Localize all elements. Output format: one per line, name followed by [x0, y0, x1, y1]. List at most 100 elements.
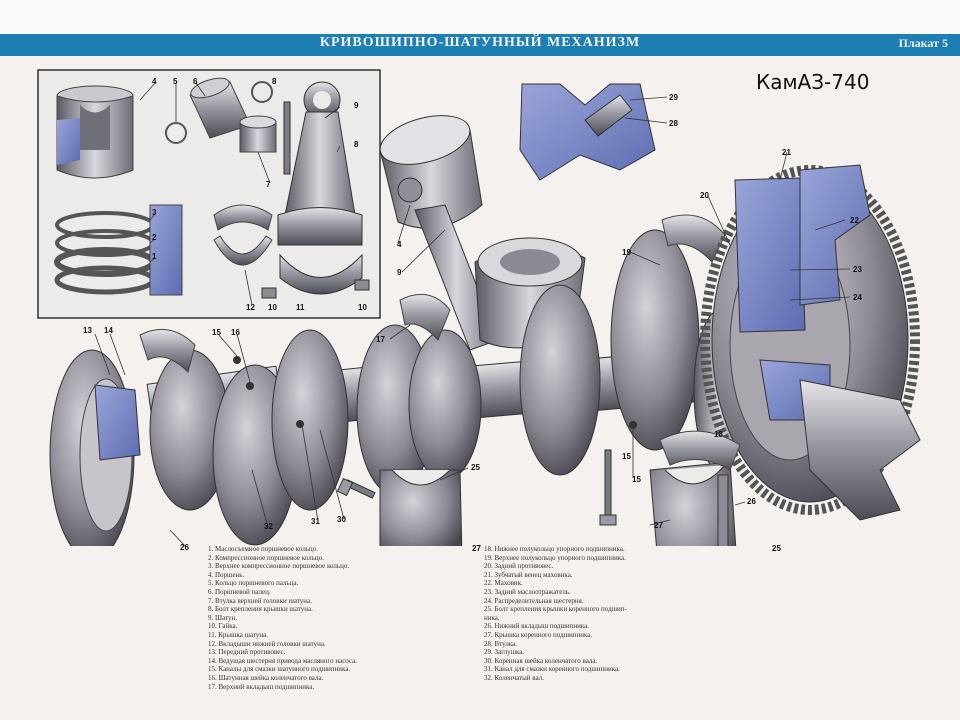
- legend-item: 24. Распределительная шестерня.: [484, 596, 584, 605]
- legend-item: 14. Ведущая шестерня привода масляного н…: [208, 656, 358, 665]
- callout-31: 31: [311, 517, 320, 526]
- legend-item: 3. Верхнее компрессионное поршневое коль…: [208, 562, 350, 571]
- callout-11: 11: [296, 303, 305, 312]
- callout-15: 15: [212, 328, 221, 337]
- legend-item: 21. Зубчатый венец маховика.: [484, 570, 573, 579]
- callout-24: 24: [853, 293, 862, 302]
- legend-right: 18. Нижнее полукольцо упорного подшипник…: [484, 545, 627, 683]
- inset-bolt: [283, 101, 291, 175]
- legend-item: 7. Втулка верхней головки шатуна.: [208, 596, 312, 605]
- mechanism-diagram: [37, 69, 921, 546]
- callout-4-b: 4: [397, 240, 402, 249]
- main-bearing-bolt: [599, 449, 617, 526]
- plate-number: Плакат 5: [898, 36, 948, 50]
- output-flange: [799, 164, 871, 306]
- leader-lines: [94, 82, 851, 546]
- poster-title: КРИВОШИПНО-ШАТУННЫЙ МЕХАНИЗМ: [319, 35, 641, 50]
- legend-left: 1. Маслосъемное поршневое кольцо. 2. Ком…: [208, 545, 357, 691]
- callout-4: 4: [152, 77, 157, 86]
- legend-item: 5. Кольцо поршневого пальца.: [208, 579, 299, 588]
- lower-bearing-shell: [659, 430, 741, 471]
- legend-item: 23. Задний маслоотражатель.: [484, 587, 571, 596]
- legend-item: 22. Маховик.: [484, 579, 523, 588]
- callout-21: 21: [782, 148, 791, 157]
- main-bearing-cap-rear: [649, 461, 737, 546]
- legend-item: 30. Коренная шейка коленчатого вала.: [484, 656, 598, 665]
- callout-3: 3: [152, 208, 157, 217]
- legend-item: 4. Поршень.: [208, 570, 245, 579]
- legend-item: 12. Вкладыши нижней головки шатуна.: [208, 639, 326, 648]
- callout-10-b: 10: [358, 303, 367, 312]
- callout-22: 22: [850, 216, 859, 225]
- inset-circlip-2: [251, 81, 273, 103]
- callout-10: 10: [268, 303, 277, 312]
- callout-27: 27: [472, 544, 481, 553]
- legend-item: 20. Задний противовес.: [484, 562, 554, 571]
- callout-15-b: 15: [632, 475, 641, 484]
- callout-26: 26: [747, 497, 756, 506]
- callout-9: 9: [354, 101, 359, 110]
- callout-26-b: 26: [180, 543, 189, 552]
- callout-6: 6: [193, 77, 198, 86]
- bearing-shell-front: [139, 328, 196, 373]
- callout-1: 1: [152, 252, 157, 261]
- legend-item: 9. Шатун.: [208, 613, 237, 622]
- inset-bearing-shell-upper: [213, 204, 273, 231]
- legend-item: 13. Передний противовес.: [208, 648, 286, 657]
- legend-item: 15. Каналы для смазки шатунного подшипни…: [208, 665, 351, 674]
- output-flange-lower: [799, 379, 921, 521]
- inset-bearing-shell-lower: [213, 235, 273, 266]
- piston-main: [379, 115, 483, 229]
- callout-30: 30: [337, 515, 346, 524]
- legend-item: 11. Крышка шатуна.: [208, 630, 269, 639]
- inset-circlip: [165, 122, 187, 144]
- model-label: КамАЗ-740: [756, 70, 870, 94]
- inset-piston: [56, 85, 134, 179]
- callout-32: 32: [264, 522, 273, 531]
- callout-19: 19: [622, 248, 631, 257]
- legend-item: 8. Болт крепления крышки шатуна.: [208, 605, 313, 614]
- callout-9-b: 9: [397, 268, 402, 277]
- callout-18: 18: [714, 430, 723, 439]
- crankshaft: [49, 229, 747, 546]
- callout-7: 7: [266, 180, 271, 189]
- callout-17: 17: [376, 335, 385, 344]
- callout-27-b: 27: [654, 521, 663, 530]
- legend-item: 19. Верхнее полукольцо упорного подшипни…: [484, 553, 626, 562]
- callout-8: 8: [272, 77, 277, 86]
- inset-rod-cap: [279, 253, 363, 295]
- legend-item: 17. Верхний вкладыш подшипника.: [208, 682, 315, 691]
- legend-item: 10. Гайка.: [208, 622, 238, 631]
- callout-14: 14: [104, 326, 113, 335]
- legend-item: 18. Нижнее полукольцо упорного подшипник…: [484, 545, 625, 553]
- inset-bushing: [239, 115, 277, 153]
- callout-15-c: 15: [622, 452, 631, 461]
- legend-item: 16. Шатунная шейка коленчатого вала.: [208, 673, 324, 682]
- callout-25-b: 25: [772, 544, 781, 553]
- legend-item: 25. Болт крепления крышки коренного подш…: [484, 605, 627, 614]
- inset-connecting-rod: [277, 81, 363, 246]
- callout-8-b: 8: [354, 140, 359, 149]
- callout-23: 23: [853, 265, 862, 274]
- upper-bearing-shell: [399, 293, 451, 341]
- legend-item: 1. Маслосъемное поршневое кольцо.: [208, 545, 318, 553]
- legend-item: 2. Компрессионное поршневое кольцо.: [208, 553, 324, 562]
- callout-13: 13: [83, 326, 92, 335]
- legend-item: ника.: [484, 613, 500, 622]
- callout-25: 25: [471, 463, 480, 472]
- legend-item: 26. Нижний вкладыш подшипника.: [484, 622, 589, 631]
- title-bar: КРИВОШИПНО-ШАТУННЫЙ МЕХАНИЗМ Плакат 5: [0, 34, 960, 56]
- callout-20: 20: [700, 191, 709, 200]
- inset-panel: [37, 69, 381, 319]
- callout-12: 12: [246, 303, 255, 312]
- callout-2: 2: [152, 233, 157, 242]
- inset-nut-2: [354, 279, 370, 291]
- legend-item: 27. Крышка коренного подшипника.: [484, 630, 593, 639]
- legend-item: 6. Поршневой палец.: [208, 587, 271, 596]
- cylinder-block-fragment: [519, 83, 656, 181]
- legend-item: 31. Канал для смазки коренного подшипник…: [484, 665, 620, 674]
- loose-bolt: [336, 477, 376, 499]
- callout-5: 5: [173, 77, 178, 86]
